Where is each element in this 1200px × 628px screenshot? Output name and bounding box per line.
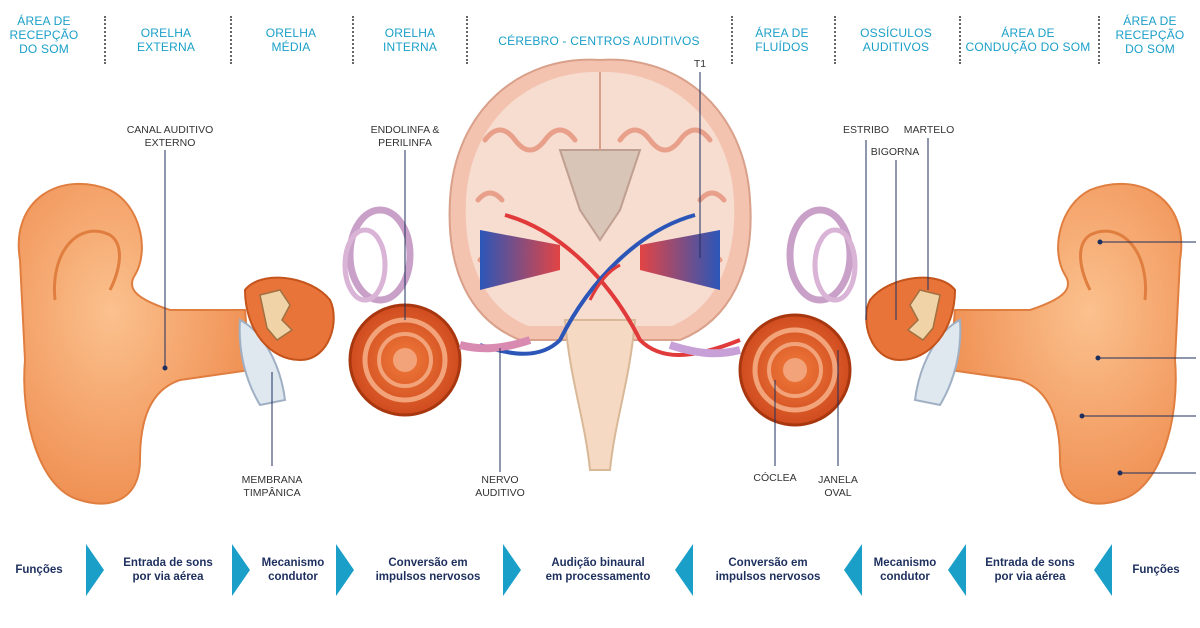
arrow-right-icon — [503, 544, 521, 596]
header-area-reception-left: Área de recepção do som — [9, 14, 79, 56]
footer-entrada-right: Entrada de sons por via aérea — [985, 557, 1075, 583]
header-divider — [1098, 16, 1100, 64]
arrow-left-icon — [675, 544, 693, 596]
header-divider — [104, 16, 106, 64]
footer-mecanismo-left: Mecanismo condutor — [261, 557, 325, 583]
header-area-reception-right: Área de recepção do som — [1115, 14, 1185, 56]
label-bigorna: Bigorna — [870, 146, 920, 158]
left-ear-graphic — [17, 182, 532, 505]
header-ossicles: Ossículos auditivos — [860, 26, 932, 54]
label-endolinfa: Endolinfa & perilinfa — [370, 124, 440, 149]
header-divider — [466, 16, 468, 64]
leader-lines — [162, 72, 1196, 476]
header-brain: Cérebro - centros auditivos — [498, 34, 700, 48]
arrow-left-icon — [844, 544, 862, 596]
header-divider — [834, 16, 836, 64]
footer-mecanismo-right: Mecanismo condutor — [873, 557, 937, 583]
right-ear-graphic — [668, 182, 1183, 505]
header-inner-ear: Orelha interna — [382, 26, 438, 54]
label-nervo: Nervo auditivo — [475, 474, 525, 499]
header-conduction: Área de condução do som — [965, 26, 1091, 54]
label-t1: T1 — [693, 58, 707, 70]
functions-footer: Funções Entrada de sons por via aérea Me… — [0, 540, 1200, 600]
footer-conversao-right: Conversão em impulsos nervosos — [715, 557, 821, 583]
header-outer-ear: Orelha externa — [136, 26, 196, 54]
header-divider — [352, 16, 354, 64]
header-divider — [731, 16, 733, 64]
label-membrana: Membrana timpânica — [241, 474, 303, 499]
arrow-right-icon — [232, 544, 250, 596]
header-divider — [959, 16, 961, 64]
header-middle-ear: Orelha média — [265, 26, 317, 54]
brain-graphic — [448, 58, 752, 471]
footer-audicao-binaural: Audição binaural em processamento — [545, 557, 651, 583]
footer-funcoes-right: Funções — [1132, 564, 1180, 576]
arrow-left-icon — [1094, 544, 1112, 596]
arrow-right-icon — [86, 544, 104, 596]
header-fluids: Área de fluídos — [755, 26, 809, 54]
label-janela-oval: Janela oval — [818, 474, 858, 499]
footer-entrada-left: Entrada de sons por via aérea — [123, 557, 213, 583]
label-coclea: Cóclea — [753, 472, 797, 484]
footer-arrows — [86, 544, 1112, 596]
label-estribo: Estribo — [842, 124, 890, 136]
header-divider — [230, 16, 232, 64]
arrow-left-icon — [948, 544, 966, 596]
footer-conversao-left: Conversão em impulsos nervosos — [375, 557, 481, 583]
arrow-right-icon — [336, 544, 354, 596]
label-canal-auditivo: Canal auditivo externo — [126, 124, 214, 149]
footer-funcoes-left: Funções — [15, 564, 63, 576]
label-martelo: Martelo — [903, 124, 955, 136]
